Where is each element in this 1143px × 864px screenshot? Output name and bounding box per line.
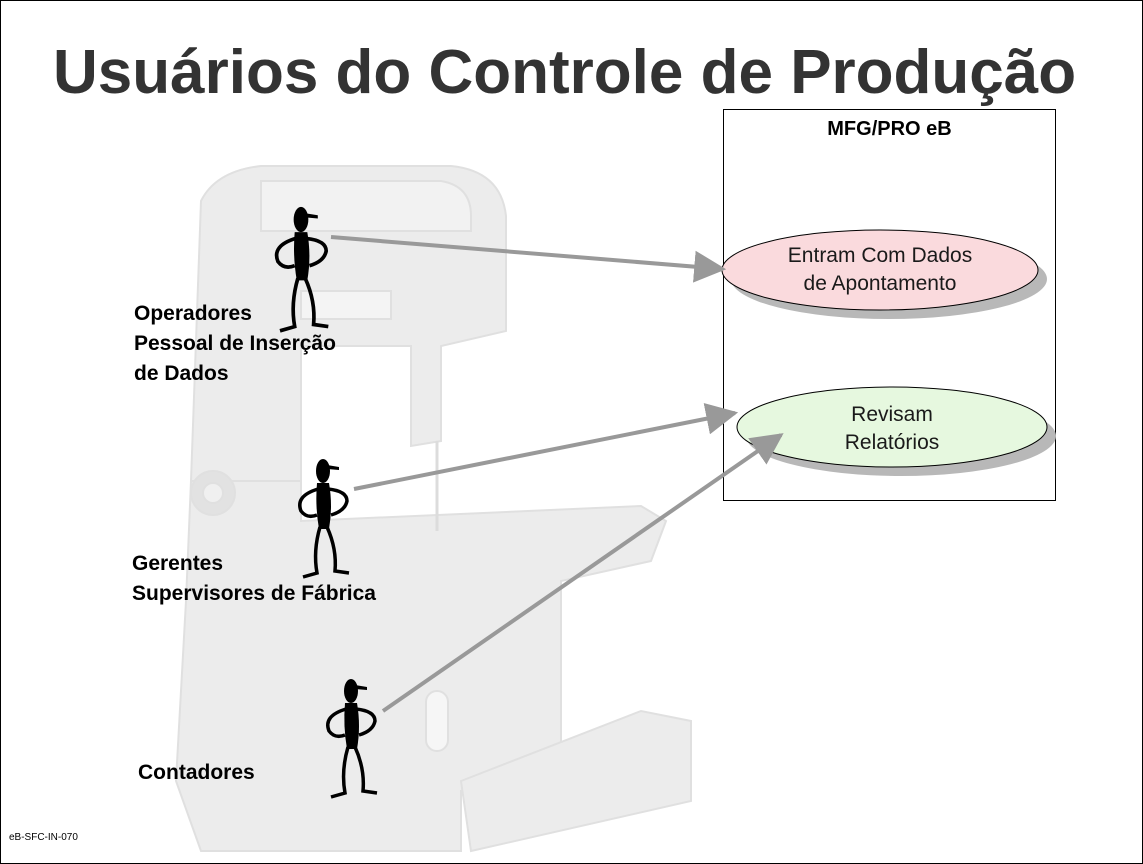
footer-code: eB-SFC-IN-070 [9, 832, 78, 843]
actor-gerentes-label: Gerentes Supervisores de Fábrica [132, 549, 376, 609]
arrow-operadores-to-entram [330, 235, 727, 283]
use-case-entram [721, 229, 1047, 319]
actor-contadores-icon [326, 677, 379, 799]
use-case-revisam [736, 386, 1056, 476]
use-case-revisam-line-1: Revisam [851, 403, 933, 426]
use-case-revisam-text: Revisam Relatórios [756, 401, 1028, 457]
actor-operadores-line-1: Operadores [134, 302, 252, 325]
use-case-revisam-line-2: Relatórios [844, 431, 940, 454]
actor-gerentes-line-1: Gerentes [132, 552, 224, 575]
system-boundary-box: MFG/PRO eB [723, 109, 1056, 501]
use-case-entram-text: Entram Com Dados de Apontamento [742, 242, 1018, 298]
actor-gerentes-line-2: Supervisores de Fábrica [132, 582, 376, 605]
use-case-entram-line-2: de Apontamento [803, 272, 957, 295]
use-case-entram-line-1: Entram Com Dados [787, 244, 973, 267]
actor-operadores-label: Operadores Pessoal de Inserção de Dados [134, 299, 336, 389]
actor-contadores-label: Contadores [138, 758, 255, 788]
system-label: MFG/PRO eB [827, 118, 952, 140]
arrow-gerentes-to-revisam [353, 402, 739, 491]
actor-operadores-line-3: de Dados [134, 362, 229, 385]
actor-contadores-line-1: Contadores [138, 761, 255, 784]
actor-operadores-line-2: Pessoal de Inserção [134, 332, 336, 355]
arrow-contadores-to-revisam [381, 433, 784, 713]
slide-title: Usuários do Controle de Produção [53, 38, 1077, 107]
